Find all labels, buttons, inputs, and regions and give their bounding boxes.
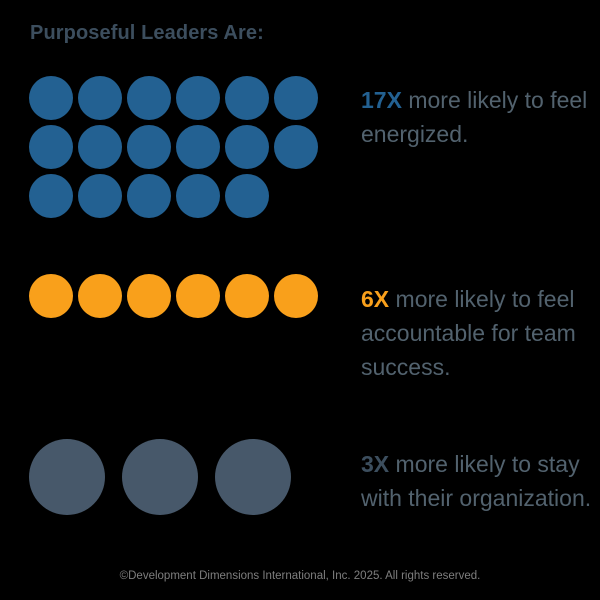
copyright-footer: ©Development Dimensions International, I… (119, 570, 481, 582)
stat-multiplier-retention: 3X (361, 451, 390, 477)
unit-dot (78, 125, 122, 169)
unit-dot (29, 125, 73, 169)
unit-dot (127, 125, 171, 169)
unit-dot (176, 76, 220, 120)
unit-dot (176, 125, 220, 169)
unit-dot (176, 274, 220, 318)
unit-dot (122, 439, 198, 515)
unit-dot (274, 76, 318, 120)
unit-dot (127, 76, 171, 120)
unit-dot (225, 76, 269, 120)
unit-dot (78, 174, 122, 218)
dot-matrix-retention (29, 439, 291, 532)
unit-dot (274, 274, 318, 318)
dot-row (29, 76, 318, 125)
unit-dot (225, 125, 269, 169)
dot-matrix-accountable (29, 274, 318, 323)
unit-dot (78, 274, 122, 318)
stat-multiplier-accountable: 6X (361, 286, 390, 312)
unit-dot (29, 76, 73, 120)
stat-description-accountable: more likely to feel accountable for team… (361, 286, 576, 380)
stat-text-energized: 17X more likely to feel energized. (361, 83, 593, 151)
stat-description-energized: more likely to feel energized. (361, 87, 588, 147)
unit-dot (225, 274, 269, 318)
unit-dot (215, 439, 291, 515)
dot-row (29, 174, 318, 223)
dot-row (29, 439, 291, 532)
unit-dot (225, 174, 269, 218)
unit-dot (274, 125, 318, 169)
stat-description-retention: more likely to stay with their organizat… (361, 451, 592, 511)
unit-dot (29, 439, 105, 515)
dot-row (29, 125, 318, 174)
unit-dot (127, 274, 171, 318)
stat-text-retention: 3X more likely to stay with their organi… (361, 447, 593, 515)
stat-multiplier-energized: 17X (361, 87, 402, 113)
unit-dot (176, 174, 220, 218)
unit-dot (78, 76, 122, 120)
page-title: Purposeful Leaders Are: (30, 22, 264, 44)
unit-dot (29, 274, 73, 318)
dot-matrix-energized (29, 76, 318, 223)
unit-dot (127, 174, 171, 218)
dot-row (29, 274, 318, 323)
unit-dot (29, 174, 73, 218)
stat-text-accountable: 6X more likely to feel accountable for t… (361, 282, 593, 384)
